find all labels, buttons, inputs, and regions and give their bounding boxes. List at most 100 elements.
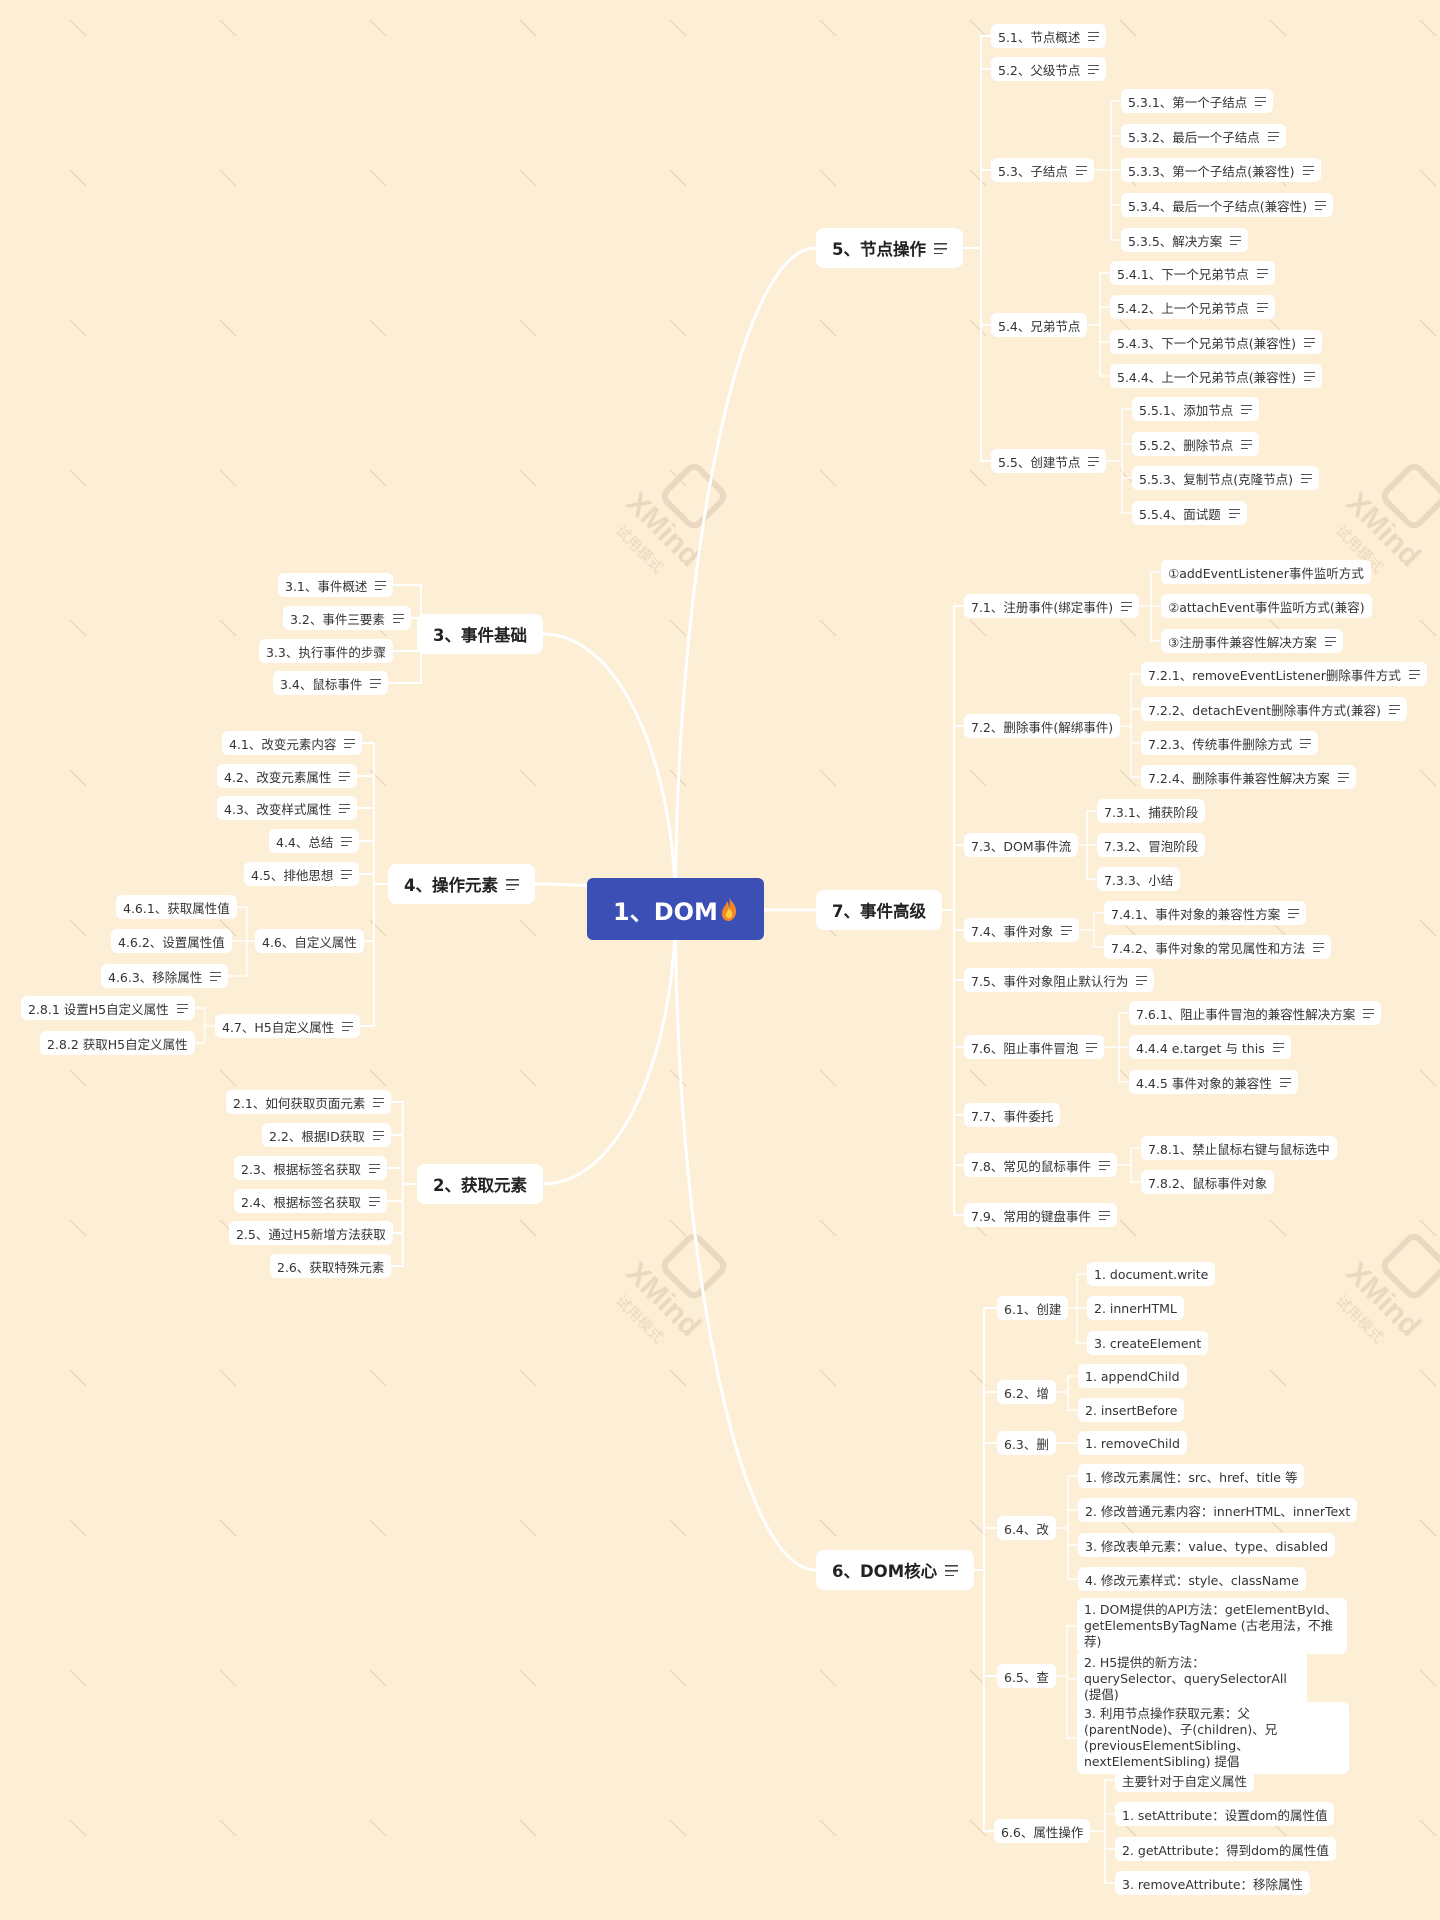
subtopic-7-5[interactable]: 7.5、事件对象阻止默认行为 — [964, 968, 1155, 992]
topic-get-elements[interactable]: 2、获取元素 — [417, 1164, 543, 1204]
subtopic-5-5-4[interactable]: 5.5.4、面试题 — [1132, 501, 1247, 525]
subtopic-6-2-2[interactable]: 2. insertBefore — [1078, 1398, 1185, 1422]
subtopic-7-2-1[interactable]: 7.2.1、removeEventListener删除事件方式 — [1141, 662, 1427, 686]
subtopic-5-1[interactable]: 5.1、节点概述 — [991, 24, 1107, 48]
subtopic-5-4[interactable]: 5.4、兄弟节点 — [991, 313, 1088, 337]
subtopic-6-1-1[interactable]: 1. document.write — [1087, 1262, 1216, 1286]
subtopic-5-4-3[interactable]: 5.4.3、下一个兄弟节点(兼容性) — [1110, 330, 1323, 354]
subtopic-2-4[interactable]: 2.4、根据标签名获取 — [234, 1189, 387, 1213]
subtopic-5-3-1[interactable]: 5.3.1、第一个子结点 — [1121, 89, 1274, 113]
subtopic-2-5[interactable]: 2.5、通过H5新增方法获取 — [229, 1221, 393, 1245]
subtopic-6-4-4[interactable]: 4. 修改元素样式：style、className — [1078, 1567, 1306, 1591]
subtopic-5-4-2[interactable]: 5.4.2、上一个兄弟节点 — [1110, 295, 1275, 319]
subtopic-7-3-1[interactable]: 7.3.1、捕获阶段 — [1097, 799, 1206, 823]
subtopic-5-3-3[interactable]: 5.3.3、第一个子结点(兼容性) — [1121, 158, 1321, 182]
subtopic-4-2[interactable]: 4.2、改变元素属性 — [217, 764, 358, 788]
subtopic-5-3[interactable]: 5.3、子结点 — [991, 158, 1094, 182]
subtopic-6-3[interactable]: 6.3、删 — [997, 1431, 1056, 1455]
subtopic-7-9[interactable]: 7.9、常用的键盘事件 — [964, 1203, 1117, 1227]
topic-event-basics[interactable]: 3、事件基础 — [417, 614, 543, 654]
subtopic-4-4-5[interactable]: 4.4.5 事件对象的兼容性 — [1129, 1070, 1298, 1094]
subtopic-7-6-1[interactable]: 7.6.1、阻止事件冒泡的兼容性解决方案 — [1129, 1001, 1382, 1025]
subtopic-7-8[interactable]: 7.8、常见的鼠标事件 — [964, 1153, 1117, 1177]
subtopic-2-2[interactable]: 2.2、根据ID获取 — [262, 1123, 391, 1147]
subtopic-3-1[interactable]: 3.1、事件概述 — [278, 573, 394, 597]
subtopic-5-3-4[interactable]: 5.3.4、最后一个子结点(兼容性) — [1121, 193, 1334, 217]
subtopic-5-5-1[interactable]: 5.5.1、添加节点 — [1132, 397, 1260, 421]
topic-advanced-events[interactable]: 7、事件高级 — [816, 890, 942, 930]
subtopic-4-1[interactable]: 4.1、改变元素内容 — [222, 731, 363, 755]
watermark-dash — [519, 1369, 537, 1387]
subtopic-5-4-4[interactable]: 5.4.4、上一个兄弟节点(兼容性) — [1110, 364, 1323, 388]
branch-connector — [541, 907, 677, 1186]
subtopic-2-8-1[interactable]: 2.8.1 设置H5自定义属性 — [21, 996, 195, 1020]
subtopic-4-3[interactable]: 4.3、改变样式属性 — [217, 796, 358, 820]
subtopic-5-5-2[interactable]: 5.5.2、删除节点 — [1132, 432, 1260, 456]
subtopic-7-1-3[interactable]: ③注册事件兼容性解决方案 — [1161, 629, 1343, 653]
subtopic-7-2-3[interactable]: 7.2.3、传统事件删除方式 — [1141, 731, 1319, 755]
subtopic-7-3[interactable]: 7.3、DOM事件流 — [964, 833, 1079, 857]
watermark-dash — [69, 1519, 87, 1537]
root-topic[interactable]: 1、DOM — [587, 878, 764, 940]
subtopic-4-4[interactable]: 4.4、总结 — [269, 829, 360, 853]
subtopic-6-3-1[interactable]: 1. removeChild — [1078, 1431, 1187, 1455]
subtopic-6-6-1[interactable]: 主要针对于自定义属性 — [1115, 1768, 1255, 1792]
subtopic-4-6-2[interactable]: 4.6.2、设置属性值 — [111, 929, 232, 953]
subtopic-2-6[interactable]: 2.6、获取特殊元素 — [270, 1254, 392, 1278]
topic-node-operations[interactable]: 5、节点操作 — [816, 228, 963, 268]
subtopic-3-3[interactable]: 3.3、执行事件的步骤 — [259, 639, 393, 663]
subtopic-7-7[interactable]: 7.7、事件委托 — [964, 1103, 1061, 1127]
subtopic-6-5-1[interactable]: 1. DOM提供的API方法：getElementById、getElement… — [1077, 1598, 1347, 1654]
subtopic-6-2-1[interactable]: 1. appendChild — [1078, 1364, 1187, 1388]
subtopic-6-1[interactable]: 6.1、创建 — [997, 1296, 1069, 1320]
subtopic-4-6-1[interactable]: 4.6.1、获取属性值 — [116, 895, 237, 919]
subtopic-7-1-2[interactable]: ②attachEvent事件监听方式(兼容) — [1161, 594, 1372, 618]
subtopic-label: 3. createElement — [1094, 1335, 1202, 1351]
subtopic-6-6-2[interactable]: 1. setAttribute：设置dom的属性值 — [1115, 1802, 1335, 1826]
subtopic-6-2[interactable]: 6.2、增 — [997, 1380, 1056, 1404]
subtopic-6-6-4[interactable]: 3. removeAttribute：移除属性 — [1115, 1871, 1311, 1895]
subtopic-4-4-4[interactable]: 4.4.4 e.target 与 this — [1129, 1035, 1291, 1059]
subtopic-5-2[interactable]: 5.2、父级节点 — [991, 57, 1107, 81]
subtopic-6-4-3[interactable]: 3. 修改表单元素：value、type、disabled — [1078, 1533, 1336, 1557]
subtopic-7-2-4[interactable]: 7.2.4、删除事件兼容性解决方案 — [1141, 765, 1356, 789]
subtopic-6-4-2[interactable]: 2. 修改普通元素内容：innerHTML、innerText — [1078, 1498, 1358, 1522]
topic-dom-core[interactable]: 6、DOM核心 — [816, 1550, 975, 1590]
subtopic-7-8-2[interactable]: 7.8.2、鼠标事件对象 — [1141, 1170, 1275, 1194]
subtopic-4-7[interactable]: 4.7、H5自定义属性 — [215, 1014, 361, 1038]
subtopic-3-2[interactable]: 3.2、事件三要素 — [283, 606, 411, 630]
subtopic-4-6[interactable]: 4.6、自定义属性 — [255, 929, 364, 953]
subtopic-6-5-3[interactable]: 3. 利用节点操作获取元素：父(parentNode)、子(children)、… — [1077, 1702, 1349, 1774]
subtopic-7-2[interactable]: 7.2、删除事件(解绑事件) — [964, 714, 1121, 738]
subtopic-5-5-3[interactable]: 5.5.3、复制节点(克隆节点) — [1132, 466, 1320, 490]
topic-operate-elements[interactable]: 4、操作元素 — [388, 864, 535, 904]
subtopic-5-4-1[interactable]: 5.4.1、下一个兄弟节点 — [1110, 261, 1275, 285]
subtopic-7-1-1[interactable]: ①addEventListener事件监听方式 — [1161, 560, 1371, 584]
subtopic-5-3-2[interactable]: 5.3.2、最后一个子结点 — [1121, 124, 1286, 148]
subtopic-6-1-2[interactable]: 2. innerHTML — [1087, 1296, 1184, 1320]
subtopic-7-2-2[interactable]: 7.2.2、detachEvent删除事件方式(兼容) — [1141, 697, 1407, 721]
subtopic-6-5[interactable]: 6.5、查 — [997, 1664, 1056, 1688]
subtopic-7-4-1[interactable]: 7.4.1、事件对象的兼容性方案 — [1104, 901, 1307, 925]
subtopic-6-1-3[interactable]: 3. createElement — [1087, 1331, 1209, 1355]
subtopic-2-3[interactable]: 2.3、根据标签名获取 — [234, 1156, 387, 1180]
subtopic-7-3-3[interactable]: 7.3.3、小结 — [1097, 867, 1181, 891]
subtopic-6-4-1[interactable]: 1. 修改元素属性：src、href、title 等 — [1078, 1464, 1305, 1488]
subtopic-2-8-2[interactable]: 2.8.2 获取H5自定义属性 — [40, 1031, 195, 1055]
subtopic-6-5-2[interactable]: 2. H5提供的新方法：querySelector、querySelectorA… — [1077, 1651, 1307, 1707]
subtopic-3-4[interactable]: 3.4、鼠标事件 — [273, 671, 389, 695]
subtopic-7-8-1[interactable]: 7.8.1、禁止鼠标右键与鼠标选中 — [1141, 1136, 1337, 1160]
subtopic-6-6[interactable]: 6.6、属性操作 — [994, 1819, 1091, 1843]
subtopic-2-1[interactable]: 2.1、如何获取页面元素 — [226, 1090, 392, 1114]
subtopic-4-5[interactable]: 4.5、排他思想 — [244, 862, 360, 886]
subtopic-7-4[interactable]: 7.4、事件对象 — [964, 918, 1080, 942]
subtopic-7-1[interactable]: 7.1、注册事件(绑定事件) — [964, 594, 1140, 618]
subtopic-4-6-3[interactable]: 4.6.3、移除属性 — [101, 964, 229, 988]
subtopic-5-5[interactable]: 5.5、创建节点 — [991, 449, 1107, 473]
subtopic-7-3-2[interactable]: 7.3.2、冒泡阶段 — [1097, 833, 1206, 857]
subtopic-6-6-3[interactable]: 2. getAttribute：得到dom的属性值 — [1115, 1837, 1336, 1861]
subtopic-7-4-2[interactable]: 7.4.2、事件对象的常见属性和方法 — [1104, 935, 1332, 959]
subtopic-5-3-5[interactable]: 5.3.5、解决方案 — [1121, 228, 1249, 252]
subtopic-6-4[interactable]: 6.4、改 — [997, 1516, 1056, 1540]
subtopic-7-6[interactable]: 7.6、阻止事件冒泡 — [964, 1035, 1105, 1059]
